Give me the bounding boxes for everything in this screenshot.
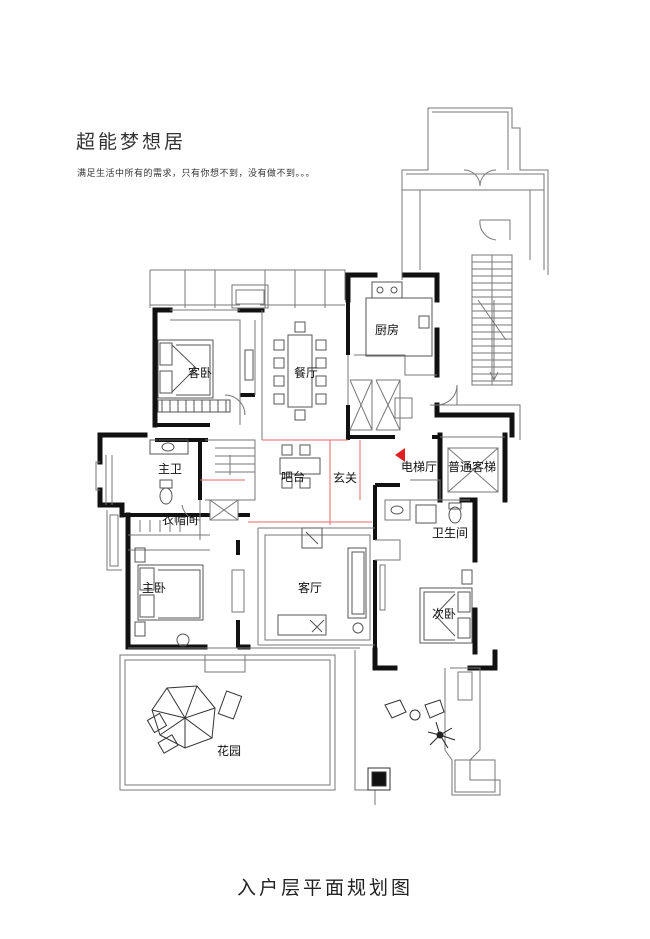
second-bed <box>419 569 473 644</box>
label-master-bath: 主卫 <box>158 462 182 476</box>
label-second-bedroom: 次卧 <box>432 607 456 621</box>
bathroom-fixtures <box>390 502 462 524</box>
guest-bed <box>157 339 254 413</box>
label-guest-bedroom: 客卧 <box>188 365 212 380</box>
exterior-walls <box>97 272 515 671</box>
plant-icon <box>427 721 456 749</box>
living-furniture <box>277 527 367 636</box>
label-elevator-hall: 电梯厅 <box>401 460 437 474</box>
label-living: 客厅 <box>298 580 322 595</box>
label-foyer: 玄关 <box>333 470 357 485</box>
plan-caption: 入户层平面规划图 <box>236 877 413 899</box>
label-master-bedroom: 主卧 <box>142 581 166 595</box>
outline-lines <box>95 269 521 805</box>
label-garden: 花园 <box>217 743 241 758</box>
dining-table <box>273 321 327 421</box>
master-bath-fixtures <box>149 439 189 505</box>
entry-marker-icon <box>395 448 405 462</box>
page-subtitle: 满足生活中所有的需求，只有你想不到，没有做不到。。。 <box>77 169 316 179</box>
label-bathroom: 卫生间 <box>432 526 468 540</box>
garden-furniture <box>146 685 445 791</box>
master-bed <box>134 547 204 647</box>
label-bar: 吧台 <box>281 469 305 484</box>
upper-balcony <box>401 107 549 280</box>
label-kitchen: 厨房 <box>375 322 399 337</box>
label-dining: 餐厅 <box>294 365 318 380</box>
label-cloakroom: 衣帽间 <box>162 512 198 527</box>
kitchen-fixtures <box>365 281 433 357</box>
staircase <box>471 254 513 386</box>
bar-counter <box>279 444 321 489</box>
axis-lines <box>200 439 372 525</box>
page-title: 超能梦想居 <box>76 131 187 153</box>
label-elevator: 普通客梯 <box>448 459 496 474</box>
